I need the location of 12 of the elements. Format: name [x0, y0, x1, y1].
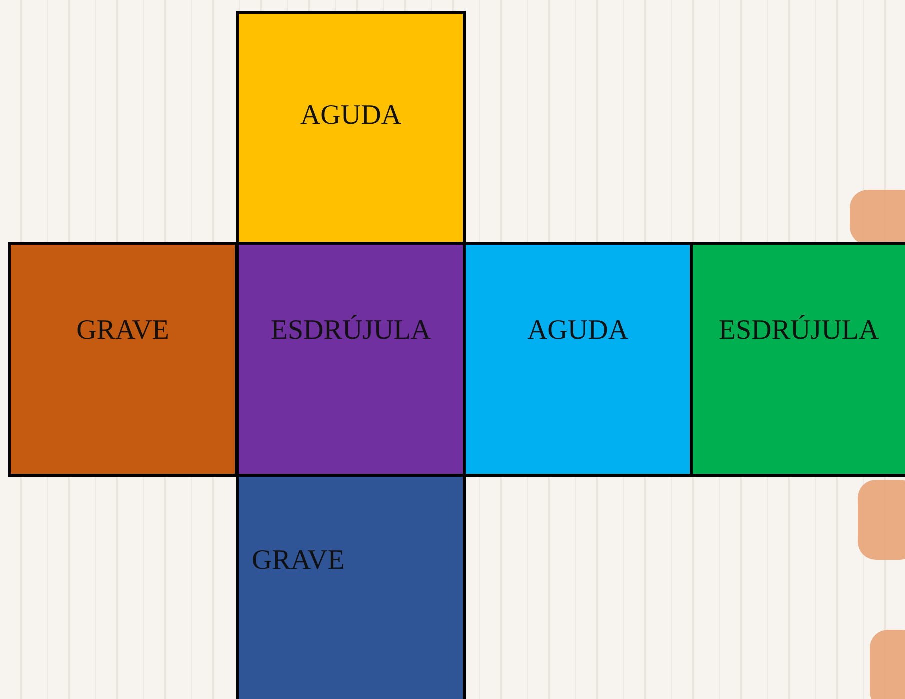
cube-face [236, 242, 466, 477]
face-label: AGUDA [526, 315, 630, 347]
face-label: ESDRÚJULA [270, 315, 432, 347]
face-label: GRAVE [76, 315, 170, 347]
cube-face [690, 242, 905, 477]
cube-face [8, 242, 238, 477]
cube-face [463, 242, 693, 477]
face-label: GRAVE [252, 545, 345, 577]
face-label: AGUDA [299, 100, 403, 132]
cube-face [236, 474, 466, 699]
face-label: ESDRÚJULA [718, 315, 880, 347]
cube-face [236, 11, 466, 245]
